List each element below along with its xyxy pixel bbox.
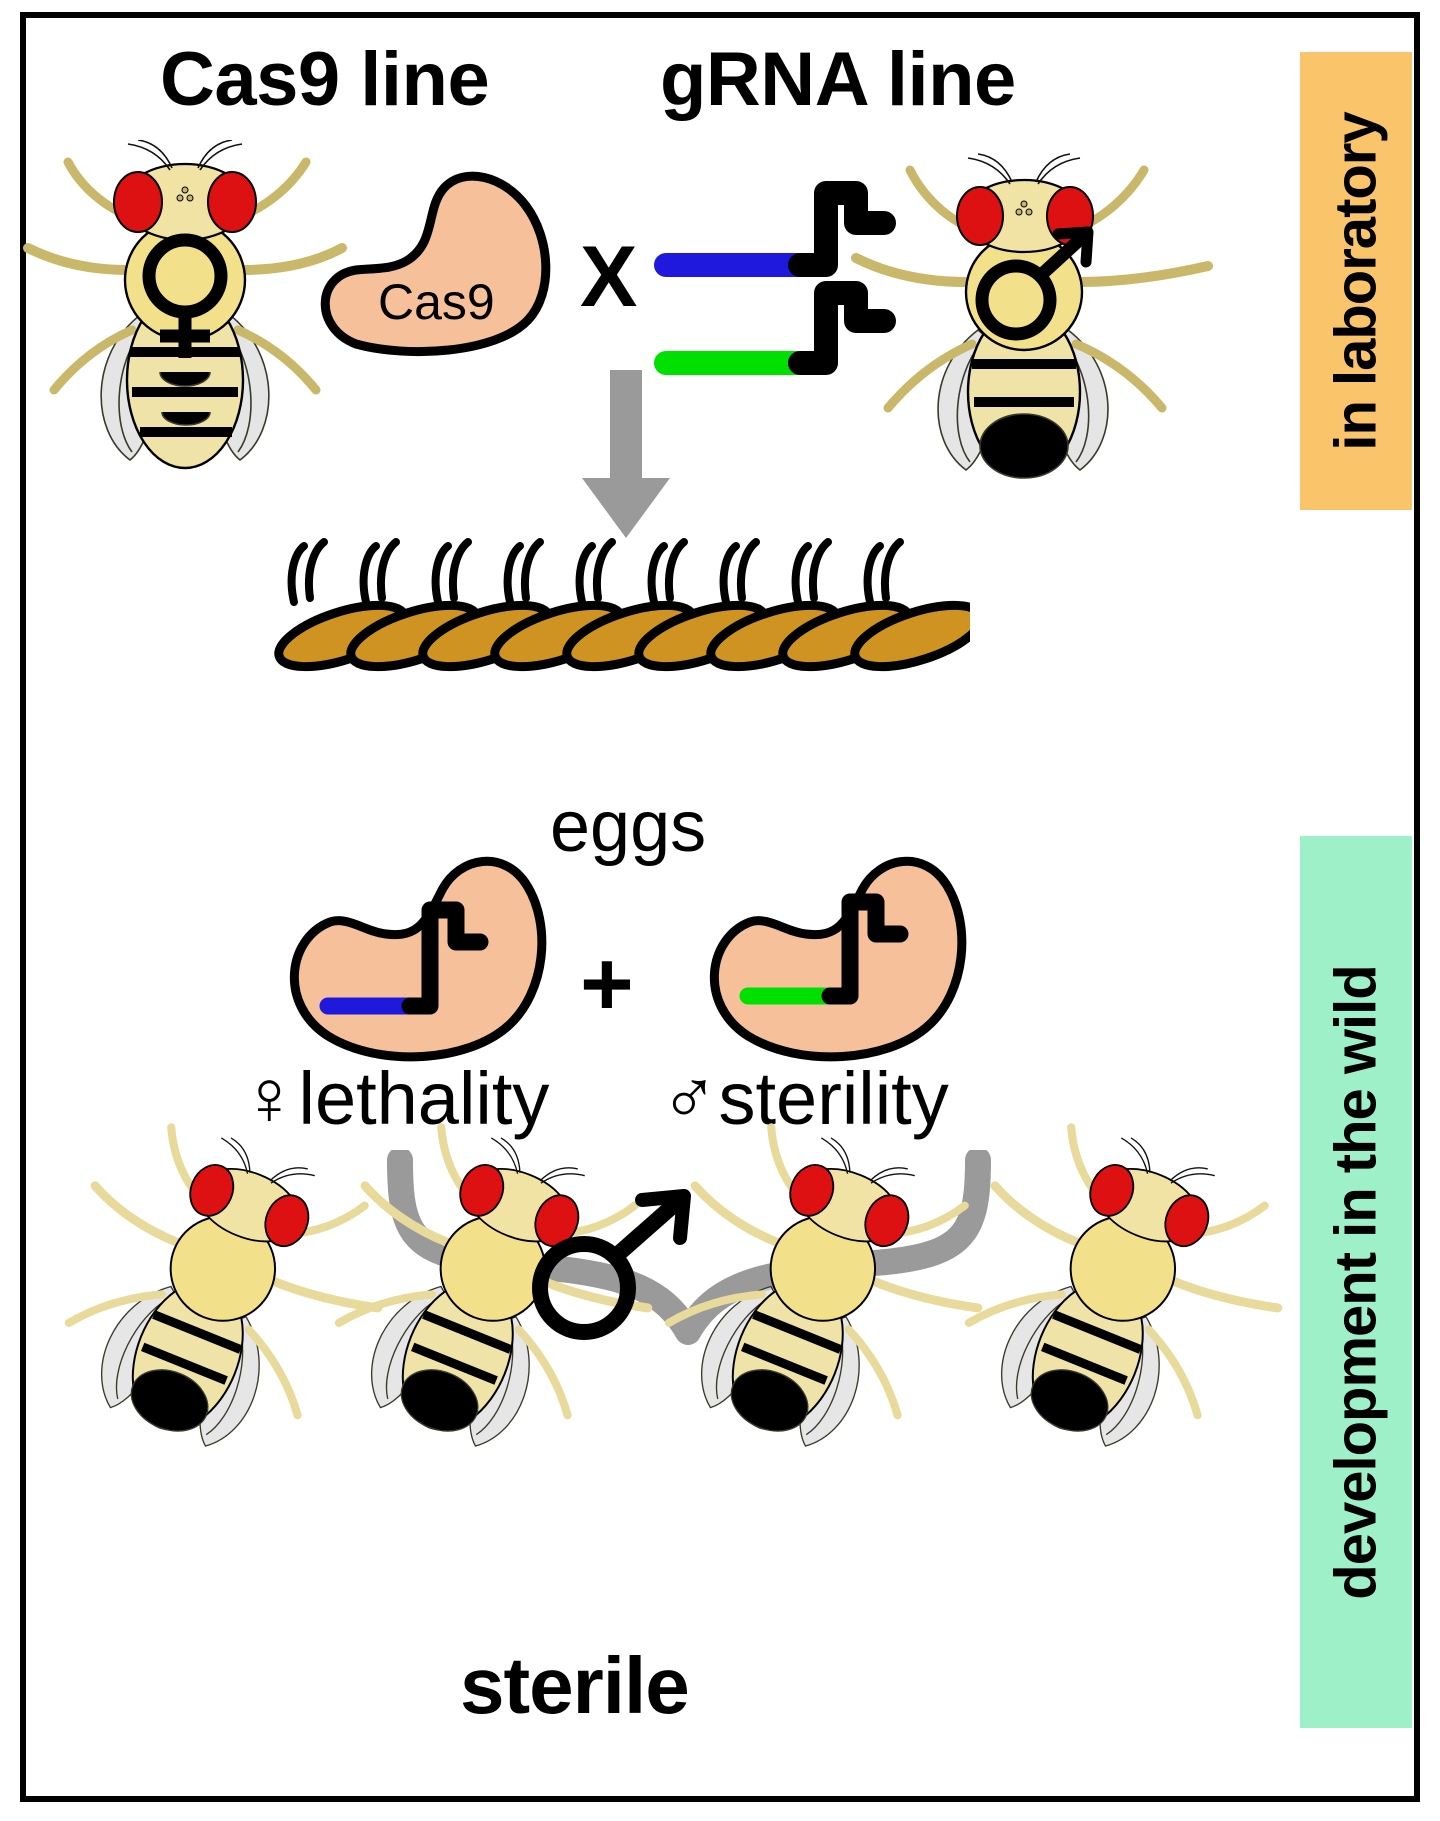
male-symbol-sterile-group [532,1189,691,1340]
grna-cassette-blue [319,901,489,1015]
sterile-label: sterile [460,1641,690,1730]
eggs-label: eggs [550,787,707,867]
adult-fly [334,1123,653,1447]
adult-fly [664,1123,983,1447]
outcome-female-lethality-text: lethality [298,1057,550,1140]
heading-grna-line: gRNA line [660,37,1016,122]
cas9-blob-label: Cas9 [378,274,495,330]
female-symbol-lethality: ♀ [240,1053,299,1141]
sidebar-in-laboratory-label: in laboratory [1323,111,1389,451]
adult-fly [964,1123,1283,1447]
figure-border [20,12,1420,1802]
adult-fly [64,1123,383,1447]
sidebar-development-in-the-wild-label: development in the wild [1323,964,1389,1600]
grna-constructs [654,181,896,375]
grna-construct-green [654,281,896,375]
heading-cas9-line: Cas9 line [160,37,490,122]
female-symbol-on-fly [142,233,228,358]
cas9-protein-blob [320,171,551,357]
embryo-female-lethality [290,856,547,1062]
eggs-row [274,538,970,672]
convergence-brace [387,1150,991,1345]
egg [850,538,970,672]
grna-cassette-green [739,893,909,1005]
cross-operator: X [580,229,638,325]
male-symbol-on-fly [975,226,1094,341]
plus-operator: + [580,933,634,1035]
embryo-male-sterility [710,856,967,1062]
down-arrow [582,370,670,538]
fly-female-cas9 [23,140,347,470]
outcome-female-lethality: ♀lethality [240,1056,549,1141]
outcome-male-sterility: ♂sterility [660,1056,949,1141]
outcome-male-sterility-text: sterility [718,1057,949,1140]
grna-construct-blue [654,181,896,277]
sidebar-development-in-the-wild: development in the wild [1300,836,1412,1728]
sidebar-in-laboratory: in laboratory [1300,52,1412,510]
male-symbol-sterility: ♂ [660,1053,719,1141]
fly-male-grna [851,153,1213,479]
